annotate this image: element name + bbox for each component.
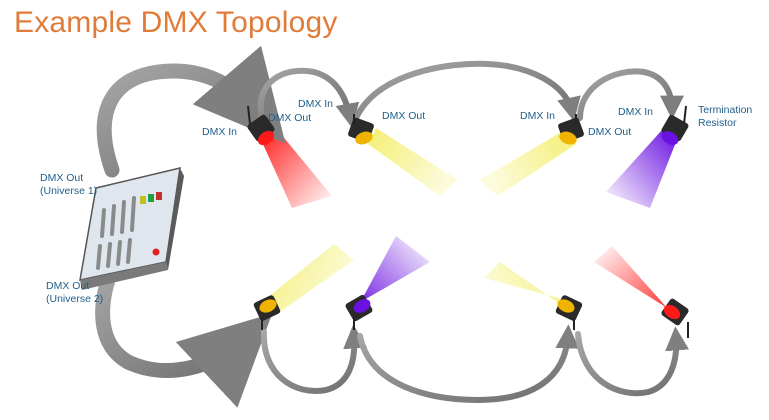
beam-yellow-top-3	[480, 128, 576, 196]
beam-yellow-bottom-1	[262, 244, 354, 316]
beam-red-bottom-4	[594, 246, 676, 318]
termination-resistor-label: Termination Resistor	[698, 104, 752, 130]
cables-universe-1	[96, 45, 684, 178]
cable-bottom-3-to-bottom-4	[575, 326, 690, 397]
fixture-bottom-3	[555, 295, 583, 330]
fixture-top-1	[247, 105, 275, 146]
page-title: Example DMX Topology	[14, 6, 338, 39]
label-line: (Universe 2)	[46, 293, 104, 305]
beam-yellow-top-2	[368, 128, 458, 196]
label-line: DMX Out	[46, 280, 90, 292]
beam-purple-bottom-2	[354, 236, 430, 314]
fixture-2-dmx-in-label: DMX In	[298, 98, 334, 110]
fixture-3-dmx-in-label: DMX In	[520, 110, 556, 122]
cable-top-3-to-top-4	[577, 68, 684, 121]
fixture-2-dmx-out-label: DMX Out	[382, 110, 426, 122]
fixture-bottom-1	[253, 295, 281, 330]
light-beams	[262, 128, 676, 318]
fixture-top-2	[348, 114, 374, 145]
label-line: Resistor	[698, 117, 737, 129]
lighting-console	[79, 167, 184, 290]
fixture-top-4	[661, 105, 689, 145]
fixture-3-dmx-out-label: DMX Out	[588, 126, 632, 138]
cable-console-to-top-1	[96, 45, 286, 178]
beam-red-top-1	[262, 128, 332, 208]
cable-bottom-1-to-bottom-2	[260, 324, 368, 394]
beam-purple-top-4	[606, 130, 676, 208]
console-universe-2-label: DMX Out (Universe 2)	[46, 280, 103, 306]
fixture-1-dmx-in-label: DMX In	[202, 126, 238, 138]
label-line: (Universe 1)	[40, 185, 98, 197]
cables-universe-2	[95, 260, 690, 408]
console-universe-1-label: DMX Out (Universe 1)	[40, 172, 97, 198]
cable-top-2-to-top-3	[353, 60, 581, 122]
fixture-bottom-4	[661, 298, 689, 338]
label-line: Termination	[698, 104, 753, 116]
cable-bottom-2-to-bottom-3	[357, 324, 580, 404]
fixture-top-3	[558, 114, 584, 145]
fixture-4-dmx-in-label: DMX In	[618, 106, 654, 118]
cable-console-to-bottom-1	[95, 260, 273, 408]
cable-top-1-to-top-2	[257, 67, 360, 128]
label-line: DMX Out	[40, 172, 84, 184]
fixture-1-dmx-out-label: DMX Out	[268, 112, 312, 124]
fixture-bottom-2	[345, 294, 373, 330]
beam-yellow-bottom-3	[484, 262, 574, 314]
